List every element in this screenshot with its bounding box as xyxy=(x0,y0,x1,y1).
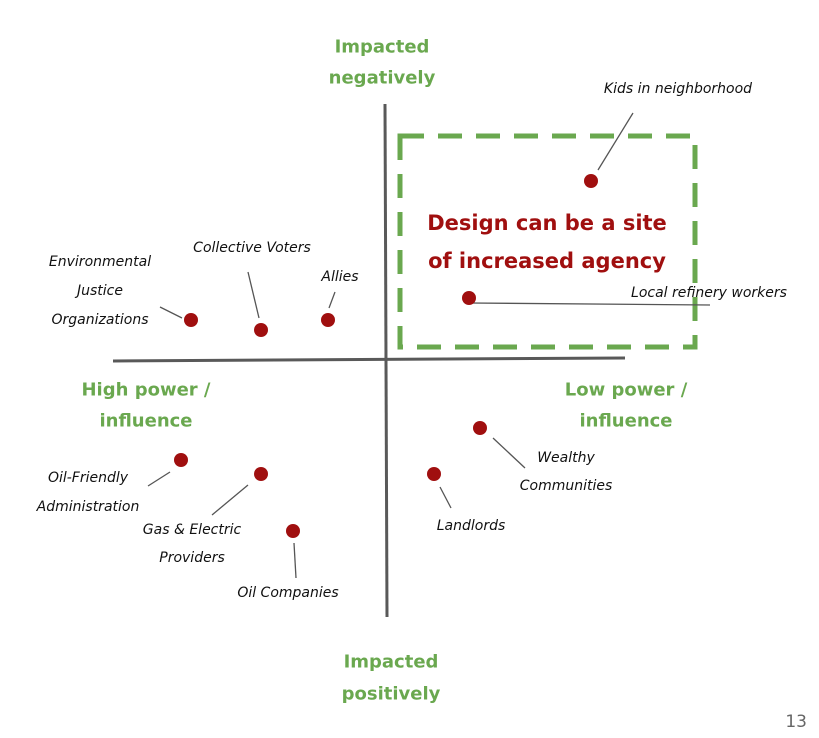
leader-gas xyxy=(211,484,249,516)
label-gas-1: Gas & Electric xyxy=(142,522,242,538)
leader-allies xyxy=(328,291,336,309)
label-oilfriendly-2: Administration xyxy=(36,499,140,515)
leader-refinery xyxy=(468,302,711,306)
axis-top-line1: Impacted xyxy=(334,36,430,58)
dot-refinery xyxy=(462,291,476,305)
callout-line1: Design can be a site xyxy=(427,211,667,235)
label-kids: Kids in neighborhood xyxy=(603,81,753,97)
dot-oilco xyxy=(286,524,300,538)
axis-right-line2: influence xyxy=(579,410,673,432)
label-gas-2: Providers xyxy=(159,550,225,566)
dot-kids xyxy=(584,174,598,188)
label-refinery: Local refinery workers xyxy=(631,285,787,301)
axis-top-line2: negatively xyxy=(328,67,436,89)
dot-landlords xyxy=(427,467,441,481)
label-wealthy-1: Wealthy xyxy=(537,450,595,466)
leader-landlords xyxy=(439,486,452,509)
dot-oilfriendly xyxy=(174,453,188,467)
leader-kids xyxy=(597,112,634,171)
leader-oilco xyxy=(293,542,297,579)
dot-ej xyxy=(184,313,198,327)
label-voters: Collective Voters xyxy=(193,240,311,256)
label-oilco: Oil Companies xyxy=(237,585,339,601)
dot-wealthy xyxy=(473,421,487,435)
highlight-box xyxy=(397,133,698,350)
axis-left-line2: influence xyxy=(99,410,193,432)
dot-voters xyxy=(254,323,268,337)
label-ej-2: Justice xyxy=(77,283,123,299)
axis-bottom-line2: positively xyxy=(341,683,441,705)
axis-bottom-line1: Impacted xyxy=(343,651,439,673)
label-wealthy-2: Communities xyxy=(519,478,613,494)
label-allies: Allies xyxy=(321,269,359,285)
label-ej-3: Organizations xyxy=(51,312,149,328)
axis-left-line1: High power / xyxy=(81,379,211,401)
leader-voters xyxy=(247,271,260,319)
label-ej-1: Environmental xyxy=(48,254,152,270)
dot-gas xyxy=(254,467,268,481)
dot-allies xyxy=(321,313,335,327)
callout-line2: of increased agency xyxy=(428,249,666,273)
label-landlords: Landlords xyxy=(436,518,506,534)
leader-ej xyxy=(159,306,183,319)
axis-right-line1: Low power / xyxy=(564,379,688,401)
leader-wealthy xyxy=(492,437,526,469)
label-oilfriendly-1: Oil-Friendly xyxy=(47,470,129,486)
horizontal-axis xyxy=(112,356,626,363)
page-number: 13 xyxy=(785,712,807,732)
leader-oilfriendly xyxy=(147,471,171,487)
